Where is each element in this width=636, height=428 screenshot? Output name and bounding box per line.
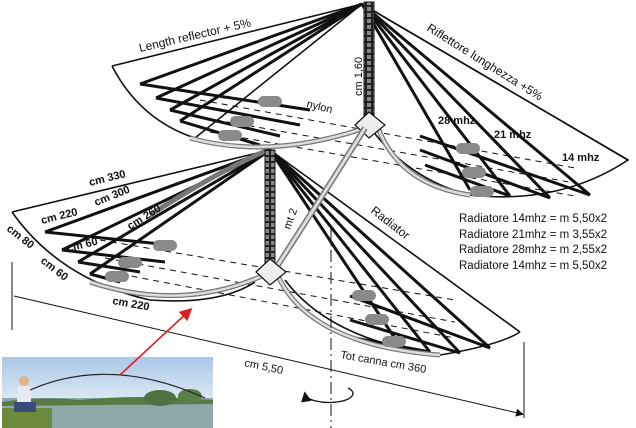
- label-cm80: cm 80: [4, 223, 36, 252]
- label-cm60-outer: cm 60: [38, 255, 70, 284]
- radiator-element: [11, 126, 521, 358]
- pointer-arrow: [119, 307, 193, 376]
- radiator-insulators: [105, 240, 406, 347]
- label-21mhz: 21 mhz: [494, 129, 532, 141]
- label-cm220-top: cm 220: [40, 206, 79, 227]
- label-riflettore: Riflettore lunghezza +5%: [424, 21, 545, 104]
- radiator-mast: [264, 149, 276, 269]
- legend-line-2: Radiatore 21mhz = m 3,55x2: [459, 228, 607, 241]
- label-cm220-bottom: cm 220: [111, 295, 150, 313]
- reflector-mast: [363, 1, 375, 123]
- dimension-line: [13, 295, 524, 417]
- radiator-hub: [255, 258, 287, 286]
- reflector-insulators: [218, 96, 494, 197]
- legend-line-4: Radiatore 14mhz = m 5,50x2: [459, 259, 607, 272]
- label-28mhz: 28 mhz: [438, 115, 476, 127]
- reflector-left-top-wire: [111, 3, 363, 67]
- label-mt2: mt 2: [282, 207, 301, 231]
- radiator-legend: Radiatore 14mhz = m 5,50x2 Radiatore 21m…: [459, 212, 607, 274]
- label-nylon: nylon: [305, 98, 333, 116]
- fishing-photo: [2, 357, 213, 428]
- label-radiator: Radiator: [368, 203, 412, 242]
- legend-line-1: Radiatore 14mhz = m 5,50x2: [459, 213, 607, 225]
- label-14mhz: 14 mhz: [562, 152, 600, 164]
- label-cm160: cm 1,60: [353, 57, 365, 96]
- rotation-arrow: [301, 387, 354, 404]
- label-cm550: cm 5,50: [243, 357, 284, 377]
- legend-line-3: Radiatore 28mhz = m 2,55x2: [459, 244, 607, 256]
